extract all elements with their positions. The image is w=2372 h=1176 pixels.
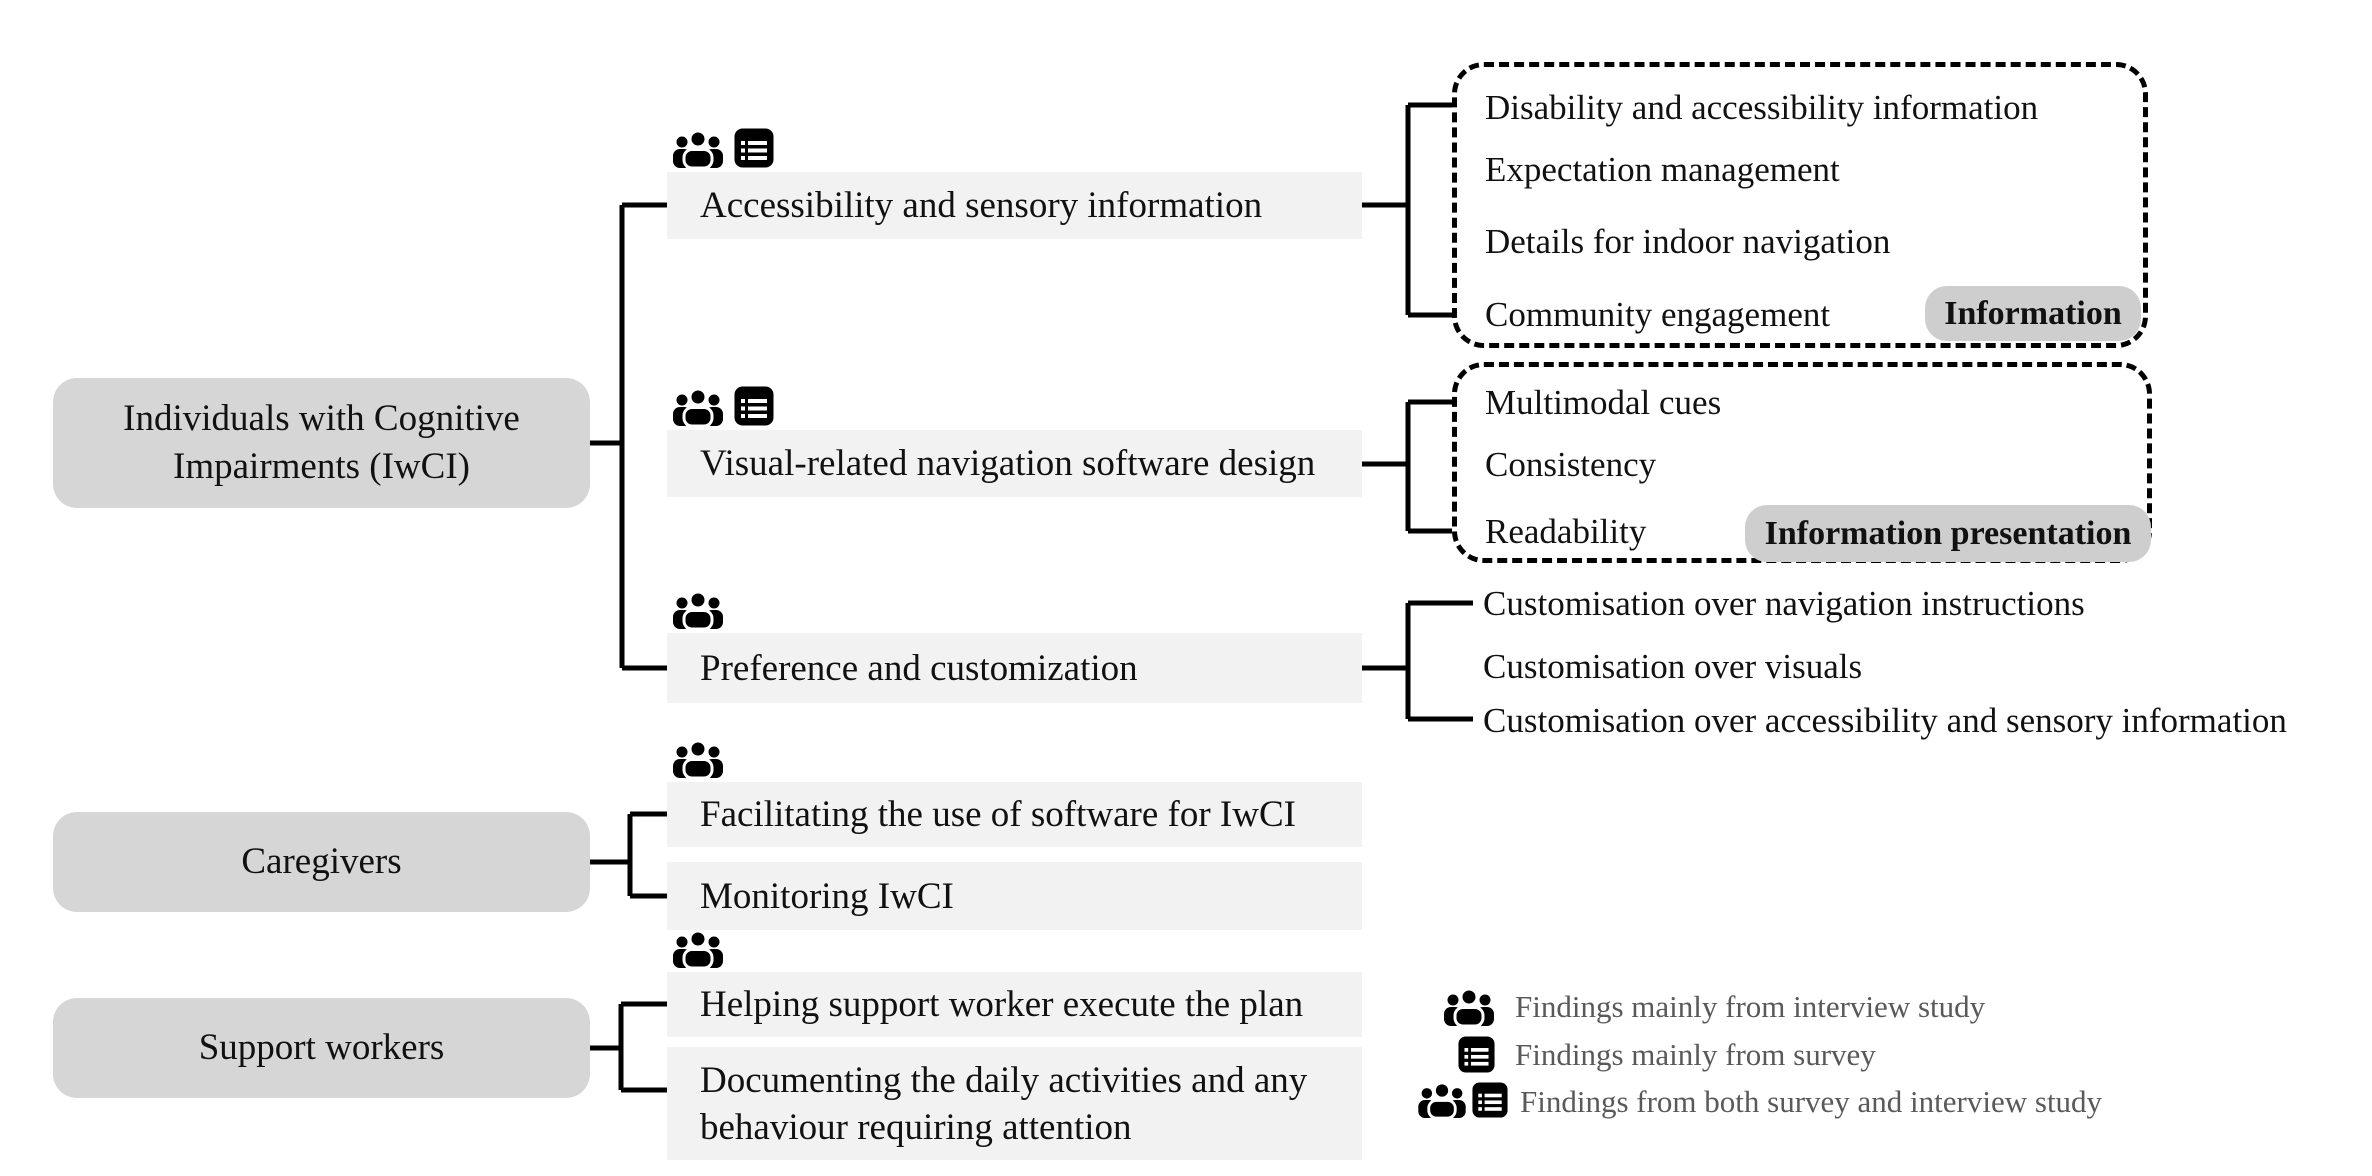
theme-box-preference: Preference and customization <box>667 633 1362 703</box>
source-icons-helping <box>672 930 724 968</box>
theme-label: Facilitating the use of software for IwC… <box>700 794 1296 835</box>
sub-item-label: Multimodal cues <box>1485 383 1722 422</box>
sub-item-label: Details for indoor navigation <box>1485 222 1891 261</box>
sub-item-indoor-navigation: Details for indoor navigation <box>1485 218 1890 266</box>
legend-icons-survey <box>1400 1036 1495 1073</box>
dashed-group-information <box>1452 62 2148 348</box>
sub-item-label: Community engagement <box>1485 295 1831 334</box>
people-icon <box>1443 988 1495 1026</box>
badge-information-presentation: Information presentation <box>1745 505 2151 562</box>
sub-item-label: Customisation over navigation instructio… <box>1483 584 2085 623</box>
sub-item-community: Community engagement <box>1485 291 1830 339</box>
sub-item-disability-info: Disability and accessibility information <box>1485 84 2038 132</box>
sub-item-label: Consistency <box>1485 445 1657 484</box>
sub-item-consistency: Consistency <box>1485 441 1656 489</box>
sub-item-customisation-accessibility: Customisation over accessibility and sen… <box>1483 697 2287 745</box>
sub-item-customisation-visuals: Customisation over visuals <box>1483 643 1862 691</box>
sub-item-label: Readability <box>1485 512 1647 551</box>
survey-icon <box>1472 1082 1508 1118</box>
survey-icon <box>734 386 774 426</box>
source-icons-accessibility <box>672 128 774 168</box>
people-icon <box>672 591 724 629</box>
group-label-iwci: Individuals with Cognitive Impairments (… <box>123 398 520 487</box>
theme-label: Visual-related navigation software desig… <box>700 443 1316 484</box>
legend-label-interview: Findings mainly from interview study <box>1515 989 1986 1024</box>
source-icons-preference <box>672 591 724 629</box>
survey-icon <box>734 128 774 168</box>
group-box-support-workers: Support workers <box>53 998 590 1098</box>
badge-information: Information <box>1925 286 2141 341</box>
theme-label: Helping support worker execute the plan <box>700 984 1304 1025</box>
legend-label-survey: Findings mainly from survey <box>1515 1037 1876 1072</box>
survey-icon <box>1458 1036 1495 1073</box>
sub-item-label: Disability and accessibility information <box>1485 88 2039 127</box>
sub-item-label: Customisation over accessibility and sen… <box>1483 701 2287 740</box>
people-icon <box>672 740 724 778</box>
theme-box-documenting: Documenting the daily activities and any… <box>667 1047 1362 1160</box>
sub-item-label: Customisation over visuals <box>1483 647 1863 686</box>
group-label-support-workers: Support workers <box>198 1027 445 1068</box>
sub-item-readability: Readability <box>1485 508 1646 556</box>
theme-label: Preference and customization <box>700 647 1138 689</box>
theme-label: Documenting the daily activities and any… <box>700 1059 1308 1148</box>
theme-box-facilitating: Facilitating the use of software for IwC… <box>667 782 1362 847</box>
theme-box-visual-design: Visual-related navigation software desig… <box>667 430 1362 497</box>
sub-item-label: Expectation management <box>1485 150 1840 189</box>
sub-item-multimodal: Multimodal cues <box>1485 379 1721 427</box>
theme-box-helping: Helping support worker execute the plan <box>667 972 1362 1037</box>
group-label-caregivers: Caregivers <box>241 841 402 882</box>
group-box-caregivers: Caregivers <box>53 812 590 912</box>
badge-label: Information <box>1944 294 2122 332</box>
theme-box-monitoring: Monitoring IwCI <box>667 862 1362 930</box>
sub-item-expectation: Expectation management <box>1485 146 1840 194</box>
legend-icons-both <box>1400 1082 1508 1118</box>
group-box-iwci: Individuals with Cognitive Impairments (… <box>53 378 590 508</box>
legend-label-both: Findings from both survey and interview … <box>1520 1084 2103 1119</box>
source-icons-facilitating <box>672 740 724 778</box>
theme-label: Accessibility and sensory information <box>700 185 1263 226</box>
people-icon <box>672 930 724 968</box>
theme-label: Monitoring IwCI <box>700 875 954 917</box>
source-icons-visual-design <box>672 386 774 426</box>
people-icon <box>672 388 724 426</box>
theme-box-accessibility: Accessibility and sensory information <box>667 172 1362 239</box>
badge-label: Information presentation <box>1764 514 2132 552</box>
people-icon <box>672 130 724 168</box>
sub-item-customisation-instructions: Customisation over navigation instructio… <box>1483 580 2085 628</box>
people-icon <box>1417 1082 1467 1118</box>
legend-icons-interview <box>1400 988 1495 1026</box>
